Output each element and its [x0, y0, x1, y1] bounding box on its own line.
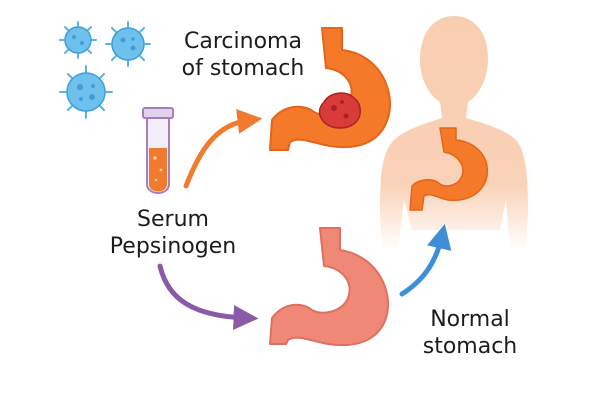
stomach-icon: [269, 27, 391, 151]
virus-icon: [59, 21, 97, 59]
serum-label-line-1: Serum: [137, 207, 209, 232]
normal-label-line-1: Normal: [430, 307, 510, 332]
serum-pepsinogen-label: Serum Pepsinogen: [108, 206, 238, 260]
normal-stomach-label: Normal stomach: [400, 306, 540, 360]
stomach-icon: [269, 227, 389, 347]
serum-label-line-2: Pepsinogen: [109, 234, 237, 259]
arrow-icon: [157, 263, 259, 331]
carcinoma-label-line-2: of stomach: [181, 56, 305, 81]
carcinoma-label-line-1: Carcinoma: [184, 29, 302, 54]
carcinoma-label: Carcinoma of stomach: [168, 28, 318, 82]
tumor-icon: [318, 92, 361, 129]
stomach-icon: [409, 127, 489, 211]
virus-icon: [105, 21, 151, 67]
arrow-icon: [399, 223, 452, 297]
virus-icon: [59, 65, 113, 119]
test-tube-icon: [142, 107, 174, 194]
normal-label-line-2: stomach: [422, 334, 518, 359]
arrow-icon: [183, 109, 263, 189]
